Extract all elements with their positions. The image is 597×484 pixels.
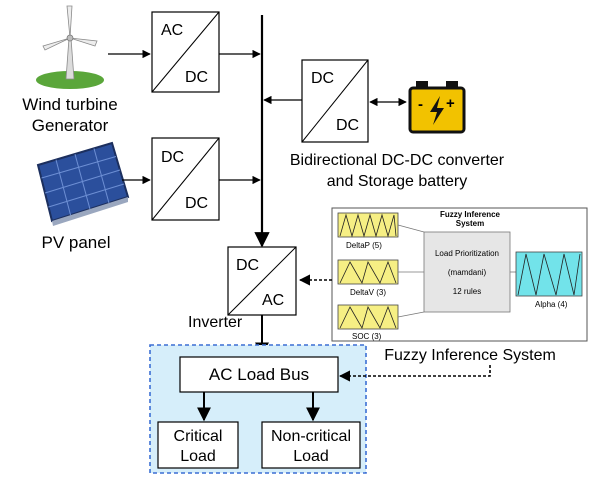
fis-panel-title-line2: System xyxy=(456,219,484,228)
ac-dc-top-label: AC xyxy=(161,22,183,39)
wind-label-line1: Wind turbine xyxy=(22,95,117,114)
battery-plus: + xyxy=(446,95,455,112)
fis-input-deltap xyxy=(337,212,399,238)
pv-label: PV panel xyxy=(42,233,111,252)
fis-input-deltav-label: DeltaV (3) xyxy=(350,288,386,297)
fis-output-alpha xyxy=(515,251,583,297)
ac-dc-converter: AC DC xyxy=(151,11,220,93)
critical-load-box xyxy=(157,421,239,469)
fis-engine-line3: 12 rules xyxy=(453,287,481,296)
battery-minus: - xyxy=(418,96,423,113)
ac-load-bus-label: AC Load Bus xyxy=(209,365,309,384)
fis-output-label: Alpha (4) xyxy=(535,300,568,309)
battery-dc-dc-bottom-label: DC xyxy=(336,117,359,134)
fis-engine-line1: Load Prioritization xyxy=(435,249,499,258)
battery-icon: - + xyxy=(408,81,466,134)
fis-input-soc xyxy=(337,304,399,330)
fis-to-loadbus-arrow xyxy=(338,365,491,382)
fuzzy-inference-panel: Fuzzy Inference System DeltaP (5) DeltaV… xyxy=(331,207,588,342)
inverter-bottom-label: AC xyxy=(262,292,284,309)
pv-dc-dc-bottom-label: DC xyxy=(185,195,208,212)
wind-turbine-icon xyxy=(36,5,104,89)
noncritical-load-box xyxy=(261,421,361,469)
critical-load-line1: Critical xyxy=(174,428,223,445)
pv-dc-dc-converter: DC DC xyxy=(151,137,220,221)
noncritical-load-line1: Non-critical xyxy=(271,428,351,445)
pv-panel-icon xyxy=(36,141,130,226)
battery-dc-dc-converter: DC DC xyxy=(301,59,369,143)
pv-dc-dc-top-label: DC xyxy=(161,149,184,166)
fis-panel-title-line1: Fuzzy Inference xyxy=(440,210,501,219)
fis-caption: Fuzzy Inference System xyxy=(384,347,556,364)
inverter-label: Inverter xyxy=(188,314,243,331)
dc-bus-wires xyxy=(108,15,407,357)
battery-caption-line1: Bidirectional DC-DC converter xyxy=(290,152,505,169)
fis-input-deltap-label: DeltaP (5) xyxy=(346,241,382,250)
noncritical-load-line2: Load xyxy=(293,448,329,465)
ac-load-bus-box xyxy=(179,356,339,393)
wind-label-line2: Generator xyxy=(32,116,109,135)
fis-input-soc-label: SOC (3) xyxy=(352,332,382,341)
inverter-converter: DC AC xyxy=(227,246,297,316)
battery-caption-line2: and Storage battery xyxy=(327,173,468,190)
battery-dc-dc-top-label: DC xyxy=(311,70,334,87)
fis-input-deltav xyxy=(337,259,399,285)
inverter-top-label: DC xyxy=(236,257,259,274)
fis-engine-line2: (mamdani) xyxy=(448,268,487,277)
ac-dc-bottom-label: DC xyxy=(185,69,208,86)
critical-load-line2: Load xyxy=(180,448,216,465)
